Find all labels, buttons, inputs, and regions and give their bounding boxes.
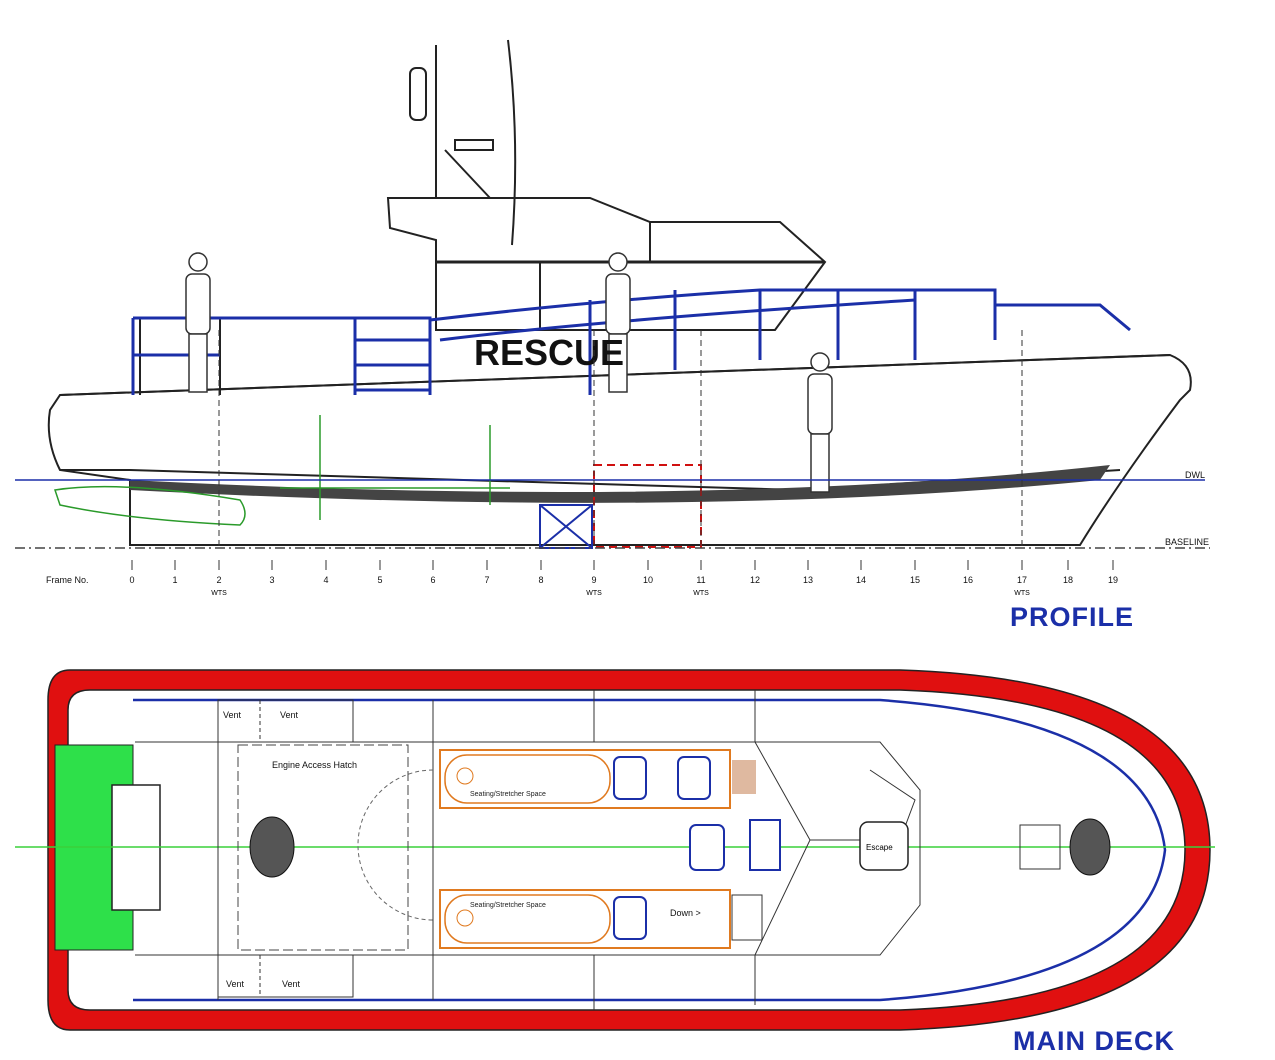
stretcher-label: Seating/Stretcher Space	[470, 791, 546, 798]
frame-number: 12	[750, 575, 760, 585]
main-deck-view: Vent Vent Vent Vent Engine Access Hatch …	[15, 669, 1215, 1056]
frame-number: 2	[216, 575, 221, 585]
guard-rails	[131, 288, 1131, 395]
stair-hatch	[732, 760, 756, 794]
escape-label: Escape	[866, 843, 893, 852]
main-deck-title: MAIN DECK	[1013, 1026, 1175, 1056]
deck-rail	[133, 698, 1167, 1002]
frame-number: 5	[377, 575, 382, 585]
escape-hatch[interactable]	[859, 821, 909, 871]
frame-number: 6	[430, 575, 435, 585]
stretcher-label: Seating/Stretcher Space	[470, 902, 546, 909]
frame-number: 8	[538, 575, 543, 585]
watertight-label: WTS	[1014, 590, 1030, 597]
hull-fender	[47, 669, 1211, 1031]
frame-number: 18	[1063, 575, 1073, 585]
profile-title: PROFILE	[1010, 602, 1134, 632]
engine-hatch-grip-icon	[249, 816, 295, 878]
engine-hatch-label: Engine Access Hatch	[272, 760, 357, 770]
frame-number: 16	[963, 575, 973, 585]
stairs-down	[731, 894, 763, 941]
down-label: Down >	[670, 908, 701, 918]
frame-number: 19	[1108, 575, 1118, 585]
vent-bottom	[217, 954, 354, 998]
vent-label: Vent	[226, 979, 245, 989]
wheelhouse	[386, 197, 827, 331]
frame-number: 14	[856, 575, 866, 585]
support-frame	[539, 504, 593, 549]
waterline-label: DWL	[1185, 470, 1205, 480]
hull-name: RESCUE	[474, 332, 624, 373]
frame-number: 13	[803, 575, 813, 585]
mast	[409, 39, 517, 246]
frame-label: Frame No.	[46, 575, 89, 585]
stretcher-bottom: Seating/Stretcher Space	[439, 889, 731, 949]
vent-label: Vent	[280, 710, 299, 720]
watertight-label: WTS	[693, 590, 709, 597]
propulsion-machinery	[54, 415, 510, 526]
vent-label: Vent	[282, 979, 301, 989]
stretcher-top: Seating/Stretcher Space	[439, 749, 731, 809]
frame-number: 17	[1017, 575, 1027, 585]
frame-number: 7	[484, 575, 489, 585]
frame-number: 10	[643, 575, 653, 585]
vent-top	[217, 699, 354, 743]
frame-number: 0	[129, 575, 134, 585]
frame-number: 11	[696, 575, 705, 585]
baseline-label: BASELINE	[1165, 537, 1209, 547]
crew-figures	[185, 252, 833, 493]
frame-number: 9	[591, 575, 596, 585]
watertight-label: WTS	[211, 590, 227, 597]
frame-number: 4	[323, 575, 328, 585]
compartment-outline	[593, 464, 702, 548]
anchor-winch-icon	[1069, 818, 1111, 876]
vent-label: Vent	[223, 710, 242, 720]
frame-number: 15	[910, 575, 920, 585]
watertight-label: WTS	[586, 590, 602, 597]
frame-number: 1	[172, 575, 177, 585]
seats	[613, 756, 781, 940]
windlass	[1019, 824, 1061, 870]
door-swing	[357, 769, 434, 921]
frame-number: 3	[269, 575, 274, 585]
engine-access-hatch[interactable]	[237, 744, 409, 951]
deck-structure	[135, 690, 921, 1010]
